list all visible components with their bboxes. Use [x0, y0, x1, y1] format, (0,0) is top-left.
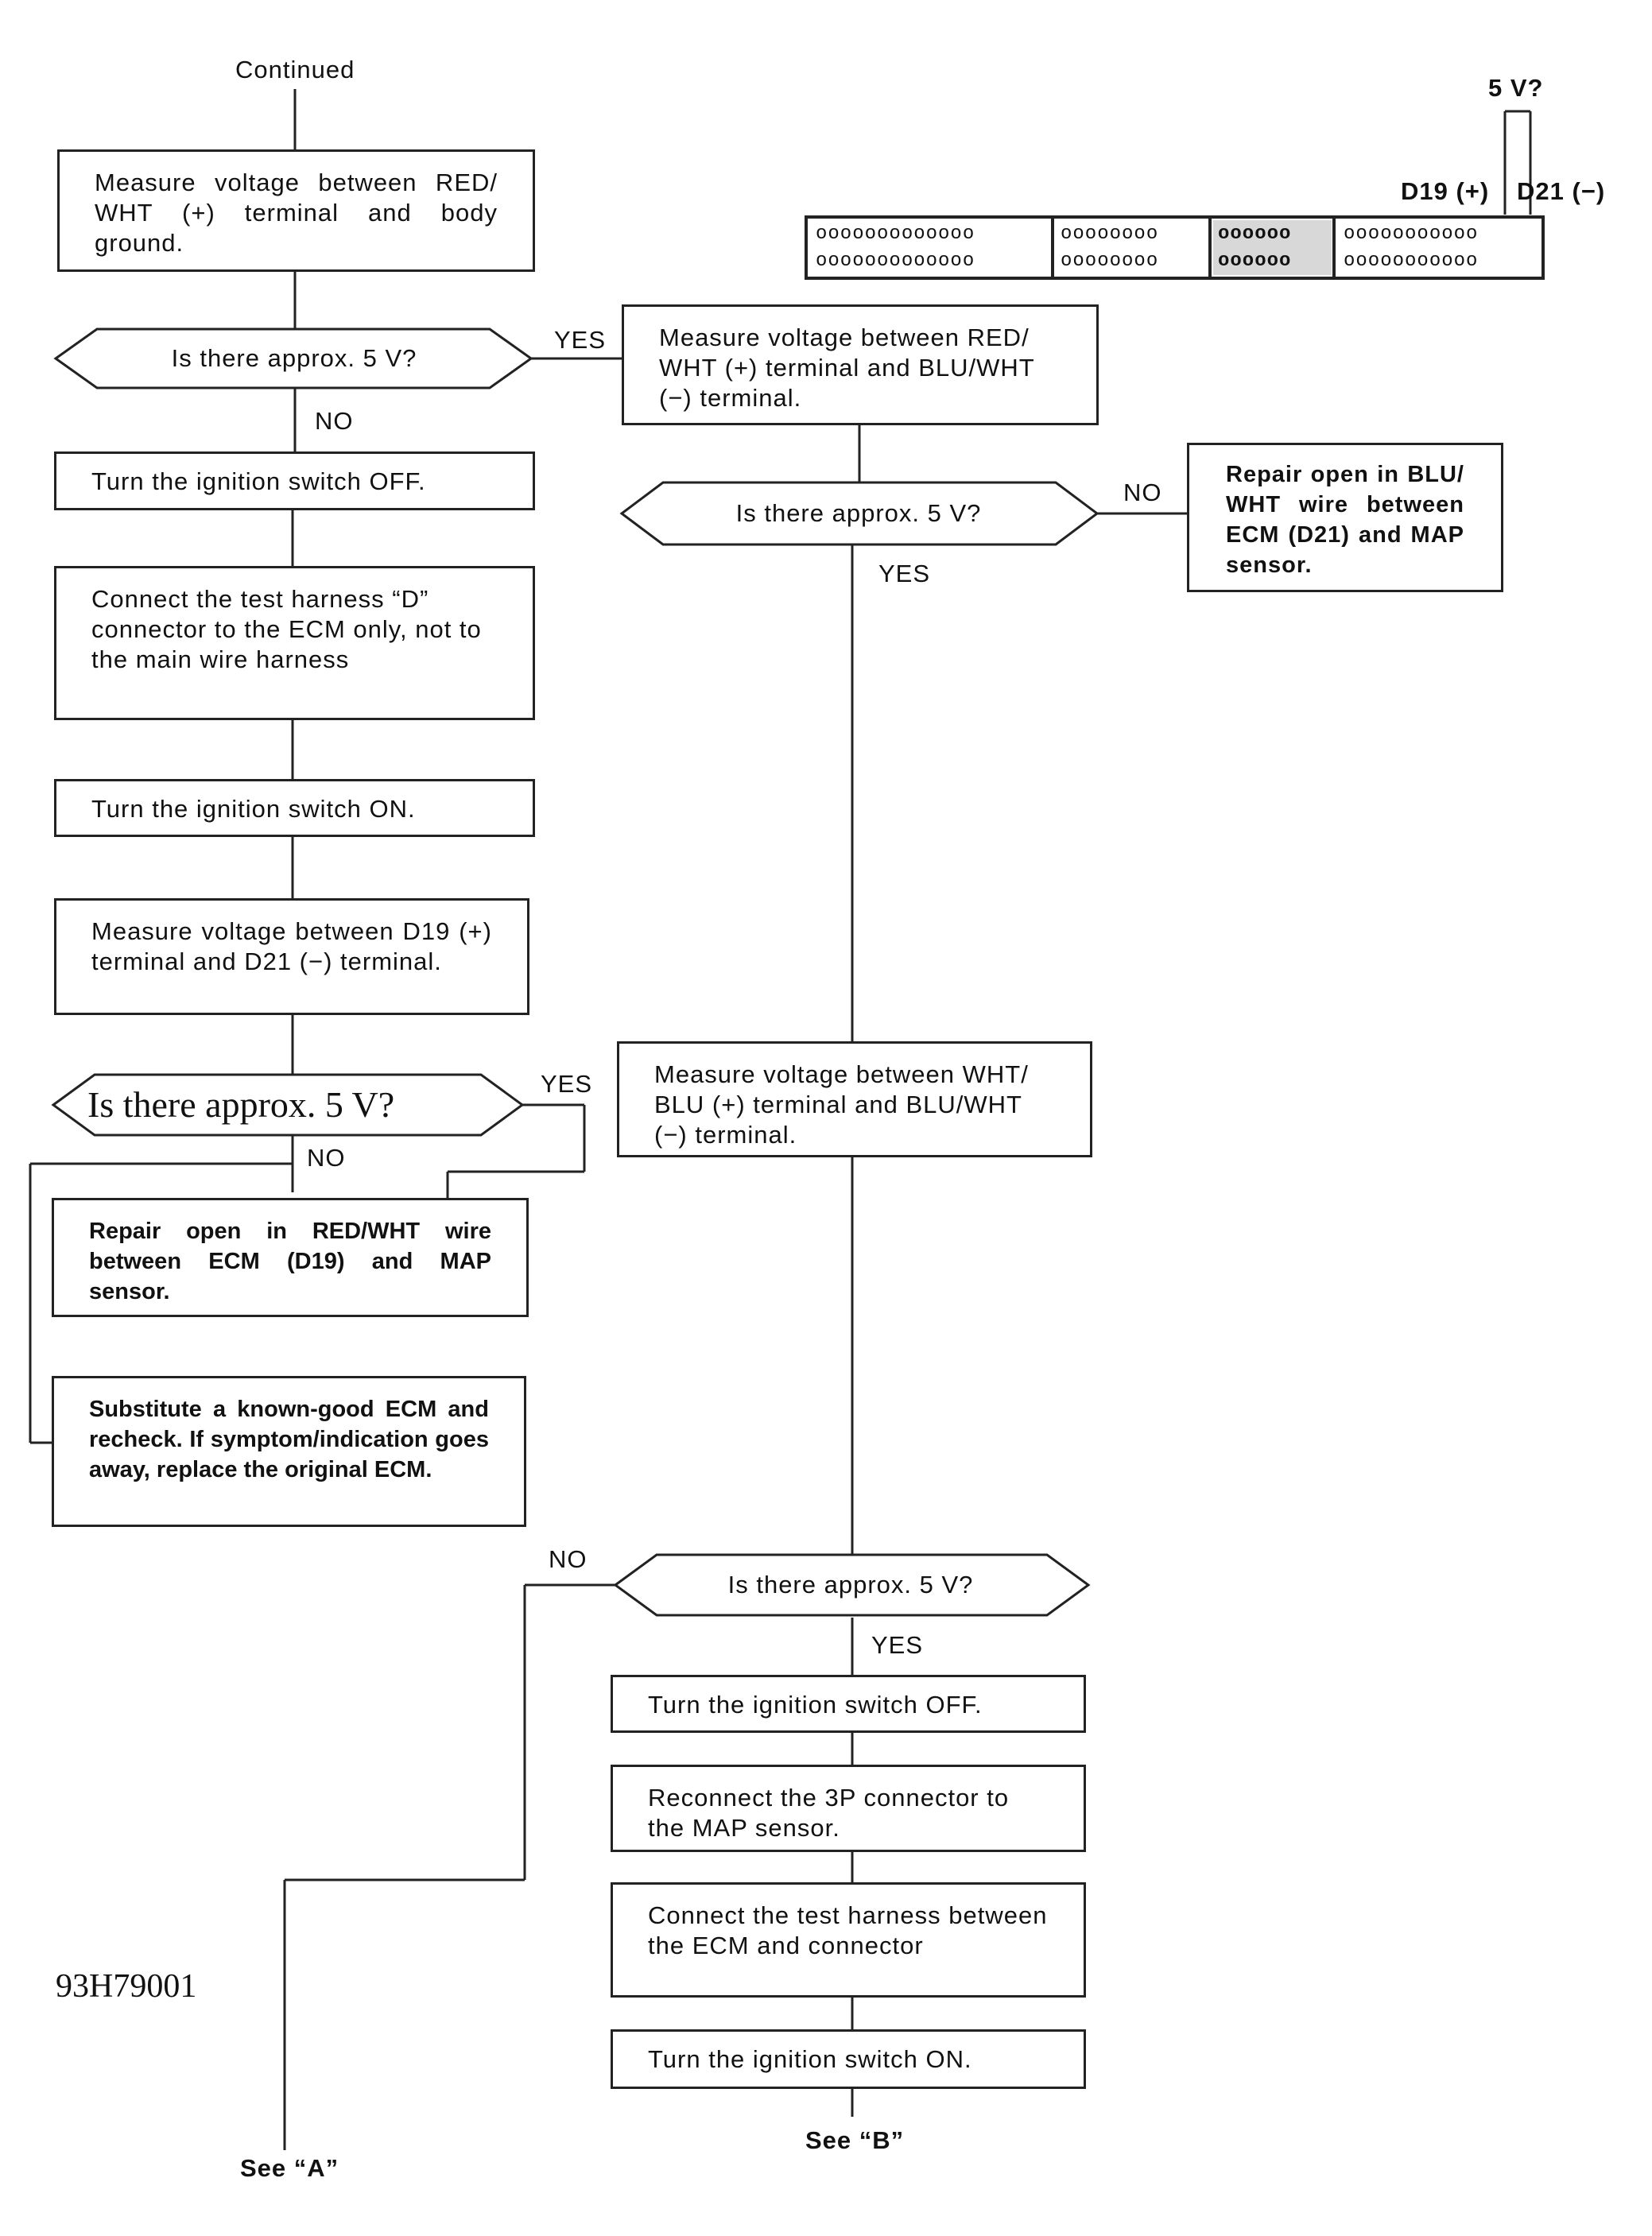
- connector-pins-section-3: oooooo oooooo: [1218, 223, 1292, 272]
- decision-approx-5v-left-1: Is there approx. 5 V?: [171, 344, 417, 372]
- measure-wht-blu-blu-wht-box: Measure voltage between WHT/ BLU (+) ter…: [617, 1041, 1092, 1157]
- connector-body: [805, 215, 1545, 280]
- connector-pins-section-4: ooooooooooo ooooooooooo: [1344, 223, 1479, 272]
- ignition-on-box: Turn the ignition switch ON.: [54, 779, 535, 837]
- no-label: NO: [1123, 479, 1162, 506]
- measure-red-wht-blu-wht-box: Measure voltage between RED/ WHT (+) ter…: [622, 304, 1099, 425]
- yes-label: YES: [541, 1070, 593, 1098]
- decision-approx-5v-left-2: Is there approx. 5 V?: [87, 1084, 395, 1125]
- see-a-label: See “A”: [240, 2154, 339, 2182]
- connector-pins-section-1: ooooooooooooo ooooooooooooo: [816, 223, 975, 272]
- connector-shaded-section: [1213, 220, 1332, 275]
- no-label: NO: [549, 1545, 588, 1573]
- terminal-d19-label: D19 (+): [1401, 177, 1490, 205]
- ignition-off-box: Turn the ignition switch OFF.: [54, 451, 535, 510]
- decision-approx-5v-right-2: Is there approx. 5 V?: [727, 1571, 974, 1599]
- decision-diamond: [51, 1073, 525, 1137]
- decision-approx-5v-right-1: Is there approx. 5 V?: [735, 499, 982, 527]
- repair-red-wht-wire-box: Repair open in RED/WHT wire between ECM …: [52, 1198, 529, 1317]
- reconnect-3p-connector-box: Reconnect the 3P connector to the MAP se…: [611, 1765, 1086, 1852]
- repair-blu-wht-wire-box: Repair open in BLU/ WHT wire between ECM…: [1187, 443, 1503, 592]
- decision-diamond: [619, 481, 1099, 546]
- see-b-label: See “B”: [805, 2126, 905, 2154]
- measure-d19-d21-box: Measure voltage between D19 (+) terminal…: [54, 898, 529, 1015]
- no-label: NO: [315, 407, 354, 435]
- continued-label: Continued: [235, 56, 355, 83]
- ignition-on-box-2: Turn the ignition switch ON.: [611, 2029, 1086, 2089]
- decision-diamond: [53, 327, 533, 389]
- measure-red-wht-body-ground-box: Measure voltage between RED/ WHT (+) ter…: [57, 149, 535, 272]
- figure-id: 93H79001: [56, 1968, 197, 2005]
- yes-label: YES: [878, 560, 931, 587]
- decision-diamond: [613, 1553, 1091, 1617]
- substitute-known-good-ecm-box: Substitute a known-good ECM and recheck.…: [52, 1376, 526, 1527]
- voltage-label: 5 V?: [1488, 74, 1544, 102]
- connect-test-harness-box: Connect the test harness between the ECM…: [611, 1882, 1086, 1998]
- connect-test-harness-d-box: Connect the test harness “D” connector t…: [54, 566, 535, 720]
- ignition-off-box-2: Turn the ignition switch OFF.: [611, 1675, 1086, 1733]
- terminal-d21-label: D21 (−): [1517, 177, 1606, 205]
- yes-label: YES: [554, 326, 607, 354]
- no-label: NO: [307, 1144, 346, 1172]
- connector-pins-section-2: oooooooo oooooooo: [1061, 223, 1159, 272]
- yes-label: YES: [871, 1631, 924, 1659]
